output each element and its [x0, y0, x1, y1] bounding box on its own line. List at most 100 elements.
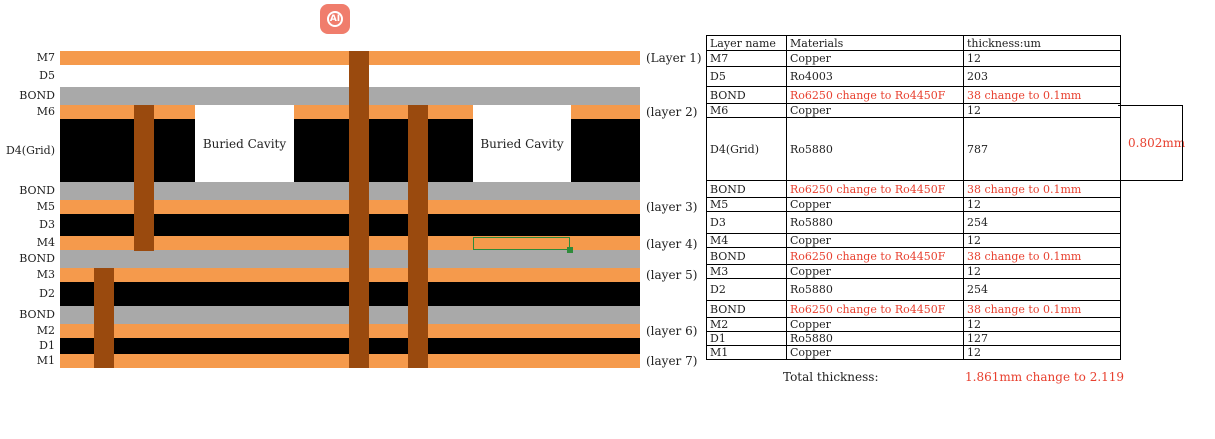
- layer-number-tag: (Layer 1): [646, 51, 702, 65]
- layer-name-label: M2: [36, 324, 55, 337]
- layer-name-cell[interactable]: D5: [706, 66, 787, 87]
- layer-name-label: D2: [39, 287, 55, 300]
- material-cell[interactable]: Copper: [786, 345, 964, 360]
- thickness-cell[interactable]: 12: [963, 103, 1121, 118]
- material-cell[interactable]: Copper: [786, 264, 964, 279]
- material-cell[interactable]: Copper: [786, 50, 964, 67]
- material-cell[interactable]: Copper: [786, 317, 964, 332]
- selection-highlight[interactable]: [473, 237, 573, 253]
- layer-number-tag: (layer 4): [646, 237, 698, 251]
- layer-name-cell[interactable]: D3: [706, 211, 787, 234]
- thickness-cell[interactable]: 38 change to 0.1mm: [963, 180, 1121, 198]
- d4-group-bracket: [1118, 105, 1183, 181]
- layer-name-cell[interactable]: M6: [706, 103, 787, 118]
- thickness-cell[interactable]: 12: [963, 50, 1121, 67]
- material-cell[interactable]: Ro6250 change to Ro4450F: [786, 247, 964, 265]
- material-cell[interactable]: Ro5880: [786, 117, 964, 181]
- layer-name-cell[interactable]: D2: [706, 278, 787, 301]
- thickness-cell[interactable]: 12: [963, 264, 1121, 279]
- material-cell[interactable]: Ro5880: [786, 331, 964, 346]
- thickness-cell[interactable]: 38 change to 0.1mm: [963, 300, 1121, 318]
- layer-name-cell[interactable]: D1: [706, 331, 787, 346]
- material-cell[interactable]: Ro6250 change to Ro4450F: [786, 86, 964, 104]
- layer-name-cell[interactable]: M3: [706, 264, 787, 279]
- layer-name-cell[interactable]: M7: [706, 50, 787, 67]
- layer-name-label: D4(Grid): [5, 143, 55, 157]
- layer-name-cell[interactable]: BOND: [706, 300, 787, 318]
- d4-group-thickness-note: 0.802mm: [1128, 136, 1186, 150]
- thickness-cell[interactable]: 203: [963, 66, 1121, 87]
- thickness-cell[interactable]: 254: [963, 211, 1121, 234]
- material-cell[interactable]: Copper: [786, 197, 964, 212]
- via: [94, 268, 114, 368]
- layer-name-label: D1: [39, 339, 55, 352]
- layer-name-label: M4: [36, 236, 55, 249]
- layer-name-cell[interactable]: BOND: [706, 86, 787, 104]
- layer-name-label: BOND: [19, 252, 55, 265]
- layer-name-cell[interactable]: M2: [706, 317, 787, 332]
- material-cell[interactable]: Copper: [786, 233, 964, 248]
- thickness-cell[interactable]: 787: [963, 117, 1121, 181]
- resize-handle[interactable]: [567, 247, 573, 253]
- layer-name-label: M7: [36, 51, 55, 64]
- thickness-cell[interactable]: 254: [963, 278, 1121, 301]
- layer-name-cell[interactable]: M5: [706, 197, 787, 212]
- column-header: Layer name: [706, 35, 787, 51]
- material-cell[interactable]: Ro6250 change to Ro4450F: [786, 300, 964, 318]
- layer-number-tag: (layer 2): [646, 105, 698, 119]
- material-cell[interactable]: Ro5880: [786, 278, 964, 301]
- buried-cavity: Buried Cavity: [473, 105, 571, 182]
- thickness-cell[interactable]: 38 change to 0.1mm: [963, 247, 1121, 265]
- thickness-cell[interactable]: 38 change to 0.1mm: [963, 86, 1121, 104]
- layer-name-cell[interactable]: M1: [706, 345, 787, 360]
- layer-name-cell[interactable]: BOND: [706, 247, 787, 265]
- ai-assistant-icon[interactable]: AI: [320, 4, 350, 34]
- material-cell[interactable]: Copper: [786, 103, 964, 118]
- total-thickness-value: 1.861mm change to 2.119: [965, 370, 1125, 384]
- total-thickness-label: Total thickness:: [783, 370, 879, 384]
- via: [408, 105, 428, 368]
- buried-cavity-label: Buried Cavity: [480, 136, 564, 151]
- layer-name-label: D5: [39, 69, 55, 82]
- layer-number-tag: (layer 3): [646, 200, 698, 214]
- column-header: thickness:um: [963, 35, 1121, 51]
- layer-name-label: M1: [36, 354, 55, 367]
- buried-cavity: Buried Cavity: [195, 105, 294, 182]
- material-cell[interactable]: Ro4003: [786, 66, 964, 87]
- thickness-cell[interactable]: 12: [963, 197, 1121, 212]
- layer-name-label: M6: [36, 105, 55, 118]
- material-cell[interactable]: Ro5880: [786, 211, 964, 234]
- layer-name-label: M5: [36, 200, 55, 213]
- buried-cavity-label: Buried Cavity: [202, 136, 287, 151]
- layer-number-tag: (layer 7): [646, 354, 698, 368]
- thickness-cell[interactable]: 12: [963, 345, 1121, 360]
- material-cell[interactable]: Ro6250 change to Ro4450F: [786, 180, 964, 198]
- column-header: Materials: [786, 35, 964, 51]
- layer-name-label: BOND: [19, 89, 55, 102]
- via: [134, 105, 154, 251]
- thickness-cell[interactable]: 12: [963, 317, 1121, 332]
- thickness-cell[interactable]: 127: [963, 331, 1121, 346]
- layer-name-cell[interactable]: M4: [706, 233, 787, 248]
- layer-name-cell[interactable]: D4(Grid): [706, 117, 787, 181]
- thickness-cell[interactable]: 12: [963, 233, 1121, 248]
- layer-name-label: M3: [36, 268, 55, 281]
- layer-name-cell[interactable]: BOND: [706, 180, 787, 198]
